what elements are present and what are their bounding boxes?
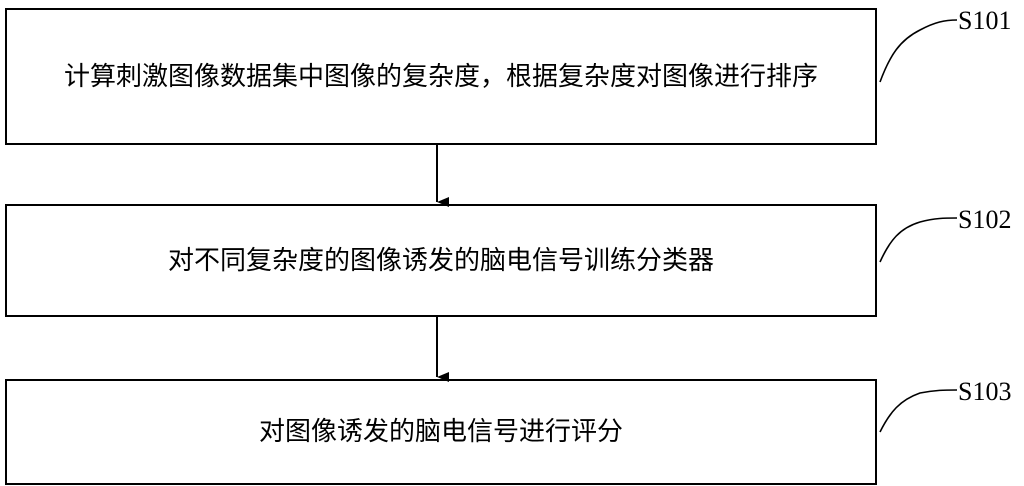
step-text-s102: 对不同复杂度的图像诱发的脑电信号训练分类器 [154, 240, 728, 282]
step-text-s103: 对图像诱发的脑电信号进行评分 [245, 411, 637, 453]
leader-curve-s103 [880, 390, 957, 432]
step-label-s101: S101 [958, 8, 1011, 34]
step-text-s101: 计算刺激图像数据集中图像的复杂度，根据复杂度对图像进行排序 [52, 56, 830, 98]
leader-curve-s101 [880, 20, 957, 82]
step-label-s103: S103 [958, 379, 1011, 405]
step-box-s103: 对图像诱发的脑电信号进行评分 [5, 379, 877, 485]
step-box-s102: 对不同复杂度的图像诱发的脑电信号训练分类器 [5, 204, 877, 317]
step-box-s101: 计算刺激图像数据集中图像的复杂度，根据复杂度对图像进行排序 [5, 8, 877, 145]
leader-curve-s102 [880, 218, 957, 262]
step-label-s102: S102 [958, 207, 1011, 233]
